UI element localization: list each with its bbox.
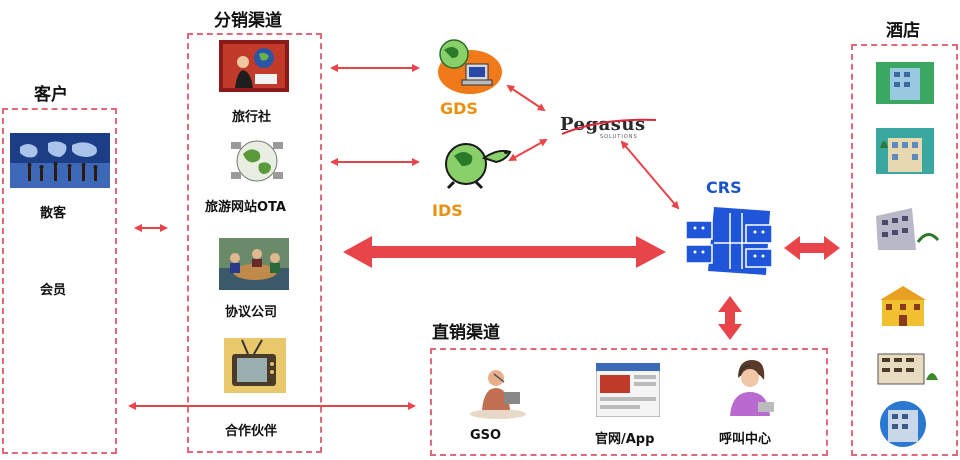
hotel-building-3-icon (872, 206, 942, 252)
direct-box (430, 348, 828, 456)
hotel-building-4-icon (872, 282, 934, 328)
crs-label: CRS (706, 178, 742, 197)
distribution-item-partner: 合作伙伴 (225, 424, 278, 439)
ids-label: IDS (432, 201, 463, 220)
world-map-icon (10, 133, 110, 188)
travel-agent-icon (219, 40, 289, 92)
distribution-heading: 分销渠道 (214, 11, 282, 31)
direct-item-website: 官网/App (595, 432, 655, 447)
crs-network-icon (680, 203, 780, 281)
distribution-box (187, 33, 322, 453)
hotel-box (851, 44, 958, 456)
globe-network-icon (229, 136, 285, 186)
hotel-building-6-icon (872, 400, 934, 448)
arrow-crs-direct (718, 296, 742, 340)
direct-item-gso: GSO (470, 428, 502, 443)
arrow-gds-pegasus (506, 84, 546, 112)
arrow-pegasus-crs (620, 140, 680, 210)
hotel-building-1-icon (876, 62, 934, 104)
distribution-item-ota: 旅游网站OTA (205, 200, 286, 215)
customer-item-individual: 散客 (40, 206, 67, 221)
hotel-heading: 酒店 (886, 21, 920, 41)
customer-item-member: 会员 (40, 283, 67, 298)
pegasus-logo: Pegasus SOLUTIONS (560, 114, 660, 144)
arrow-crs-hotel (784, 236, 840, 260)
pegasus-wordmark: Pegasus (560, 114, 646, 135)
distribution-item-travel-agency: 旅行社 (232, 110, 272, 125)
arrow-distribution-crs (343, 236, 666, 268)
pegasus-subtitle: SOLUTIONS (600, 134, 638, 140)
gds-globe-computer-icon (432, 36, 502, 96)
call-center-icon (722, 356, 778, 420)
gds-label: GDS (440, 99, 478, 118)
direct-heading: 直销渠道 (432, 323, 500, 343)
gso-person-icon (466, 362, 530, 420)
customer-heading: 客户 (34, 85, 68, 105)
ids-turtle-globe-icon (436, 138, 516, 190)
customer-box (2, 108, 117, 454)
pegasus-swoosh-icon (561, 118, 657, 135)
hotel-building-2-icon (876, 128, 934, 174)
website-icon (595, 362, 661, 418)
meeting-icon (219, 238, 289, 290)
arrow-ids-pegasus (508, 139, 548, 161)
direct-item-call-center: 呼叫中心 (719, 432, 772, 447)
distribution-item-corporate: 协议公司 (225, 305, 278, 320)
hotel-building-5-icon (872, 346, 942, 386)
tv-partner-icon (224, 338, 286, 393)
